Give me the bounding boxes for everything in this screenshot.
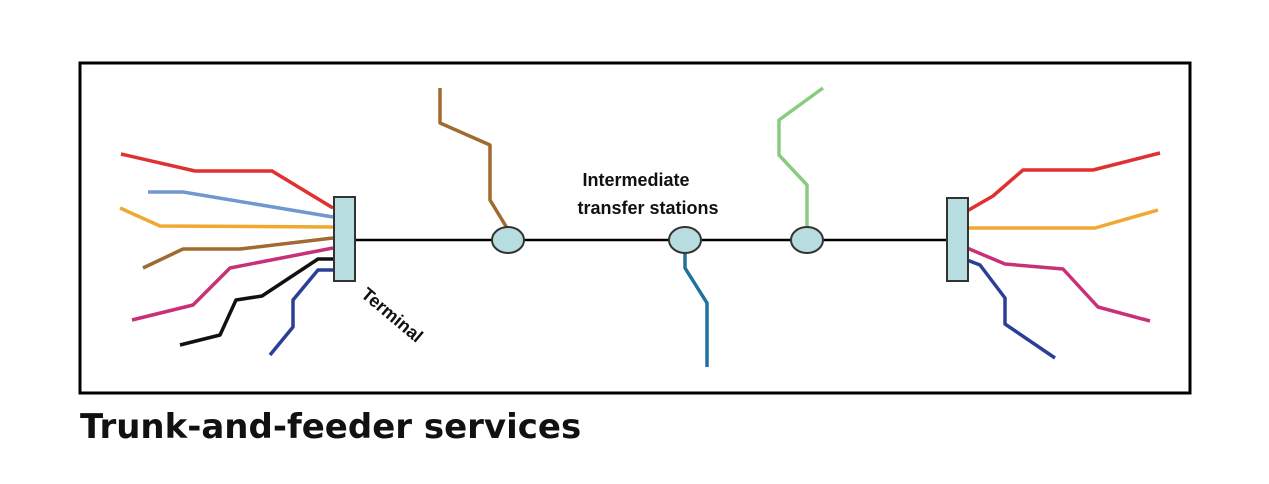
feeder-line-black-left	[179, 257, 333, 347]
terminal-right	[946, 197, 969, 282]
diagram-border	[78, 61, 1192, 395]
feeder-line-blue-left	[148, 190, 334, 219]
left-feeder-lines	[119, 152, 334, 357]
feeder-line-red-right	[966, 151, 1161, 213]
terminal-label: Terminal	[357, 284, 426, 347]
feeder-line-orange-right	[967, 208, 1159, 230]
intermediate-station-1	[491, 226, 525, 254]
feeder-line-magenta-right	[966, 246, 1151, 323]
feeder-line-brown-top	[438, 88, 509, 229]
intermediate-station-2	[668, 226, 702, 254]
feeder-line-navy-left	[268, 268, 333, 357]
feeder-line-teal-bottom	[683, 250, 709, 367]
diagram-title: Trunk-and-feeder services	[80, 407, 582, 447]
feeder-line-navy-right	[966, 258, 1056, 360]
feeder-line-brown-left	[142, 236, 334, 270]
feeder-line-green-top	[777, 86, 825, 228]
intermediate-label-line2: transfer stations	[577, 198, 718, 218]
intermediate-feeder-lines	[438, 86, 825, 367]
feeder-line-orange-left	[119, 206, 334, 229]
right-feeder-lines	[966, 151, 1161, 360]
terminal-left	[333, 196, 356, 282]
intermediate-label-line1: Intermediate	[582, 170, 689, 190]
feeder-line-magenta-left	[131, 246, 334, 322]
feeder-line-red-left	[120, 152, 334, 210]
intermediate-station-3	[790, 226, 824, 254]
